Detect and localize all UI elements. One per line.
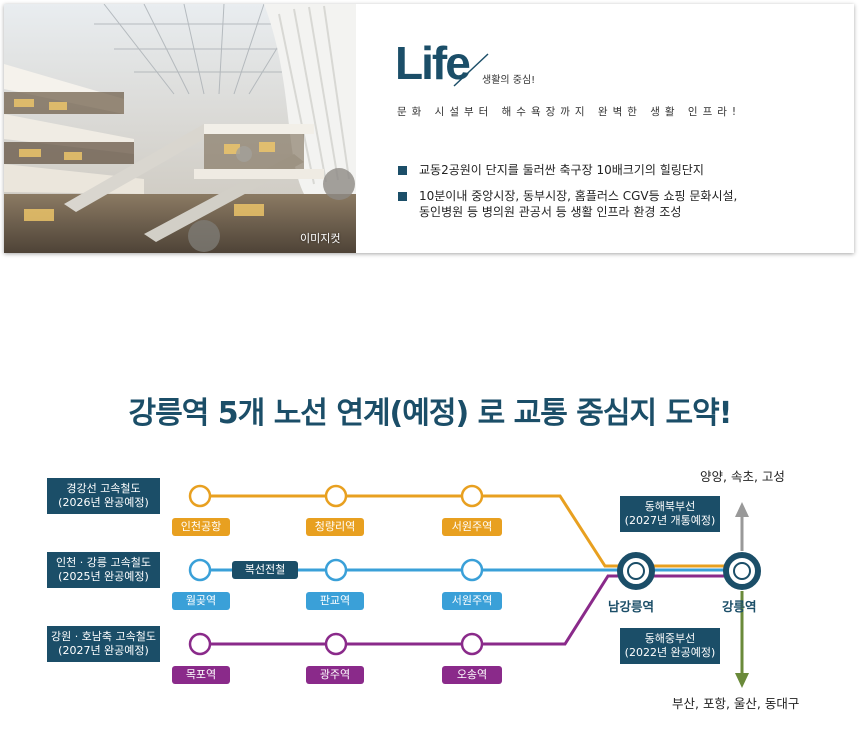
square-bullet-icon <box>398 166 407 175</box>
list-item: 10분이내 중앙시장, 동부시장, 홈플러스 CGV등 쇼핑 문화시설, 동인병… <box>397 188 737 220</box>
hub-label-namgangneung: 남강릉역 <box>608 599 655 614</box>
north-line-box: 동해북부선 (2027년 개통예정) <box>620 496 720 532</box>
photo-caption: 이미지컷 <box>300 232 341 245</box>
north-destination: 양양, 속초, 고성 <box>700 469 785 484</box>
list-item: 교동2공원이 단지를 둘러싼 축구장 10배크기의 힐링단지 <box>397 162 737 178</box>
station-label: 판교역 <box>306 592 364 610</box>
station-node <box>460 632 484 656</box>
station-label: 청량리역 <box>306 518 364 536</box>
life-bullet-list: 교동2공원이 단지를 둘러싼 축구장 10배크기의 힐링단지 10분이내 중앙시… <box>397 162 737 230</box>
section-label: 복선전철 <box>232 561 298 579</box>
square-bullet-icon <box>398 192 407 201</box>
station-node <box>324 484 348 508</box>
station-node <box>324 632 348 656</box>
station-label: 광주역 <box>306 666 364 684</box>
station-label: 오송역 <box>442 666 502 684</box>
transit-lines-graphic <box>188 484 761 688</box>
station-node <box>188 558 212 582</box>
line-name-gyeonggang: 경강선 고속철도 (2026년 완공예정) <box>47 478 160 514</box>
station-label: 서원주역 <box>442 592 502 610</box>
line-gangwon-honam <box>200 574 640 646</box>
slash-decoration <box>453 53 489 87</box>
station-label: 월곶역 <box>172 592 230 610</box>
line-gyeonggang <box>200 494 640 568</box>
line-name-gangwon-honam: 강원 · 호남축 고속철도 (2027년 완공예정) <box>47 626 160 662</box>
station-node <box>460 484 484 508</box>
south-line-box: 동해중부선 (2022년 완공예정) <box>620 628 720 664</box>
transit-map: 경강선 고속철도 (2026년 완공예정) 인천 · 강릉 고속철도 (2025… <box>0 445 860 735</box>
mall-interior-photo: 이미지컷 <box>4 4 356 253</box>
line-name-incheon-gangneung: 인천 · 강릉 고속철도 (2025년 완공예정) <box>47 552 160 588</box>
station-label: 서원주역 <box>442 518 502 536</box>
station-node <box>324 558 348 582</box>
station-label: 목포역 <box>172 666 230 684</box>
hub-nambgangneung <box>617 552 655 590</box>
life-heading: Life <box>395 37 471 89</box>
mall-interior-image <box>4 4 356 253</box>
transit-title: 강릉역 5개 노선 연계(예정) 로 교통 중심지 도약! <box>128 396 733 431</box>
life-tagline: 문화 시설부터 해수욕장까지 완벽한 생활 인프라! <box>397 106 742 118</box>
south-destination: 부산, 포항, 울산, 동대구 <box>672 696 800 711</box>
life-infra-card: 이미지컷 Life 생활의 중심! 문화 시설부터 해수욕장까지 완벽한 생활 … <box>4 4 854 253</box>
station-node <box>460 558 484 582</box>
station-node <box>188 484 212 508</box>
station-label: 인천공항 <box>172 518 230 536</box>
hub-label-gangneung: 강릉역 <box>722 599 757 614</box>
hub-gangneung <box>723 552 761 590</box>
station-node <box>188 632 212 656</box>
life-subheading: 생활의 중심! <box>482 75 536 86</box>
